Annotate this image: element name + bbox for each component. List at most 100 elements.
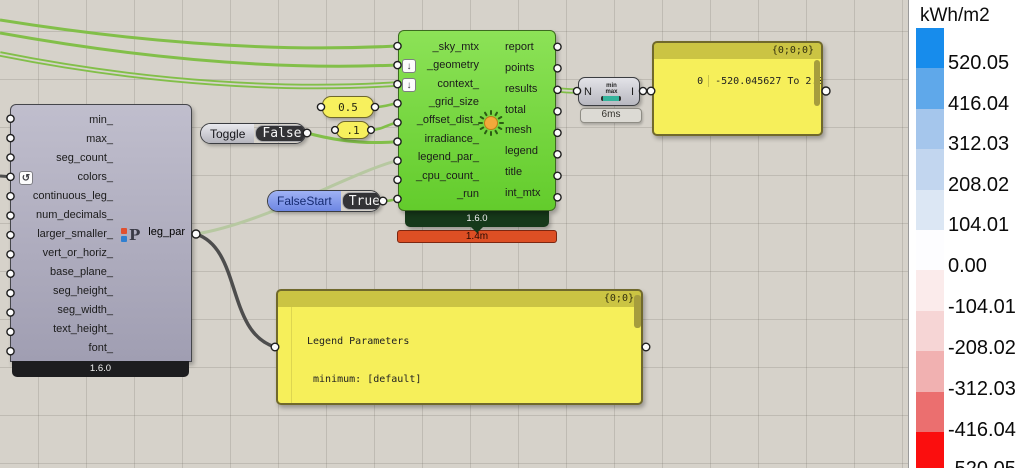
legend-segment — [916, 229, 944, 271]
output-label: mesh — [505, 124, 532, 137]
legend-parameters-icon: P — [121, 226, 140, 244]
input-label: _run — [456, 188, 479, 201]
input-label: font_ — [88, 342, 113, 355]
toggle-label: FalseStart — [268, 191, 341, 211]
bounds-icon: min max — [597, 83, 626, 101]
legend-color-scale: kWh/m2 520.05 416.04 312.03 208.02 104.0… — [908, 0, 1024, 468]
legend-title: kWh/m2 — [920, 5, 990, 26]
legend-label: 104.01 — [948, 214, 1010, 236]
wire-context-inner — [0, 53, 398, 88]
results-panel[interactable]: {0;0;0} 0 -520.045627 To 2.03562 — [652, 41, 823, 136]
input-label: _cpu_count_ — [416, 169, 479, 182]
bounds-input-label: N — [584, 85, 592, 98]
input-label: max_ — [86, 132, 113, 145]
legend-segment — [916, 270, 944, 311]
icon-letter: P — [129, 226, 141, 244]
input-modifier-icon: ↺ — [19, 171, 33, 185]
output-label: legend — [505, 145, 539, 158]
input-label: _sky_mtx — [432, 40, 479, 53]
legend-segment — [916, 28, 944, 69]
output-label: points — [505, 62, 535, 75]
version-bar: 1.6.0 — [405, 211, 549, 227]
bounds-component[interactable]: N min max I — [578, 77, 640, 106]
legend-segment — [916, 68, 944, 109]
run-boolean-toggle[interactable]: FalseStart True — [267, 190, 381, 212]
toggle-value[interactable]: True — [341, 192, 380, 210]
input-label: seg_width_ — [57, 304, 113, 317]
legend-label: -312.03 — [948, 378, 1016, 400]
incident-radiation-component[interactable]: _sky_mtx _geometry context_ _grid_size _… — [398, 30, 556, 211]
output-label: int_mtx — [505, 186, 541, 199]
version-bar: 1.6.0 — [12, 361, 189, 377]
output-label: leg_par — [148, 226, 185, 238]
legend-segment — [916, 149, 944, 190]
legend-parameters-panel[interactable]: {0;0} Legend Parameters minimum: [defaul… — [276, 289, 643, 405]
panel-path: {0;0} — [278, 291, 641, 307]
runtime-notch — [471, 227, 483, 233]
wire-irradiance[interactable] — [306, 131, 398, 145]
legend-parameters-component[interactable]: min_ max_ seg_count_ colors_ continuous_… — [10, 104, 192, 377]
input-label: vert_or_horiz_ — [42, 247, 113, 260]
legend-label: 0.00 — [948, 255, 987, 277]
wire-geometry[interactable] — [0, 31, 398, 68]
output-label: report — [505, 41, 534, 54]
legend-label: -520.05 — [948, 458, 1016, 468]
input-label: num_decimals_ — [35, 208, 113, 221]
panel-scrollbar[interactable] — [814, 60, 820, 106]
legend-segment — [916, 108, 944, 150]
wire-gridsize[interactable] — [374, 102, 398, 109]
legend-segment — [916, 310, 944, 352]
sun-icon — [478, 110, 504, 136]
wire-run[interactable] — [382, 197, 398, 203]
input-label: continuous_leg_ — [32, 189, 113, 202]
bounds-icon-bar — [601, 95, 622, 101]
legend-label: 520.05 — [948, 52, 1010, 74]
input-label: base_plane_ — [49, 266, 113, 279]
input-label: _offset_dist_ — [416, 114, 479, 127]
panel-scrollbar[interactable] — [634, 295, 641, 328]
input-label: _geometry — [427, 59, 479, 72]
panel-path: {0;0;0} — [654, 43, 821, 59]
offset-dist-panel[interactable]: .1 — [336, 121, 370, 139]
boolean-toggle[interactable]: Toggle False — [200, 123, 306, 144]
legend-segment — [916, 189, 944, 230]
output-label: total — [505, 103, 526, 116]
line-index: 0 — [697, 75, 704, 87]
flatten-icon: ↓ — [402, 59, 416, 73]
runtime-bubble: 6ms — [580, 108, 642, 123]
wire-skymtx[interactable] — [0, 18, 398, 50]
input-label: context_ — [437, 77, 479, 90]
output-label: title — [505, 165, 523, 178]
legend-segment — [916, 431, 944, 468]
toggle-label: Toggle — [201, 124, 255, 143]
legend-label: -208.02 — [948, 337, 1016, 359]
input-label: min_ — [89, 113, 113, 126]
input-label: text_height_ — [53, 323, 113, 336]
legend-label: 208.02 — [948, 174, 1010, 196]
legend-label: 312.03 — [948, 133, 1010, 155]
legend-segment — [916, 351, 944, 392]
input-label: colors_ — [77, 170, 113, 183]
input-label: seg_height_ — [53, 285, 113, 298]
input-label: seg_count_ — [56, 151, 113, 164]
input-label: _grid_size — [428, 96, 479, 109]
panel-text: -520.045627 To 2.03562 — [715, 75, 821, 87]
flatten-icon: ↓ — [402, 78, 416, 92]
input-label: legend_par_ — [417, 151, 479, 164]
legend-segment — [916, 391, 944, 432]
legend-label: -104.01 — [948, 296, 1016, 318]
input-label: larger_smaller_ — [37, 228, 113, 240]
legend-label: -416.04 — [948, 419, 1016, 441]
icon-square-blue — [121, 236, 127, 242]
grid-size-panel[interactable]: 0.5 — [322, 96, 374, 118]
wire-legpar-to-panel[interactable] — [195, 232, 276, 349]
toggle-value[interactable]: False — [255, 125, 305, 142]
bounds-output-label: I — [630, 85, 634, 98]
icon-square-red — [121, 228, 127, 234]
output-label: results — [505, 82, 538, 95]
wire-offset[interactable] — [370, 121, 398, 132]
legend-color-bar — [916, 28, 944, 468]
panel-line: Legend Parameters — [307, 336, 410, 348]
panel-line: minimum: [default] — [307, 373, 422, 385]
